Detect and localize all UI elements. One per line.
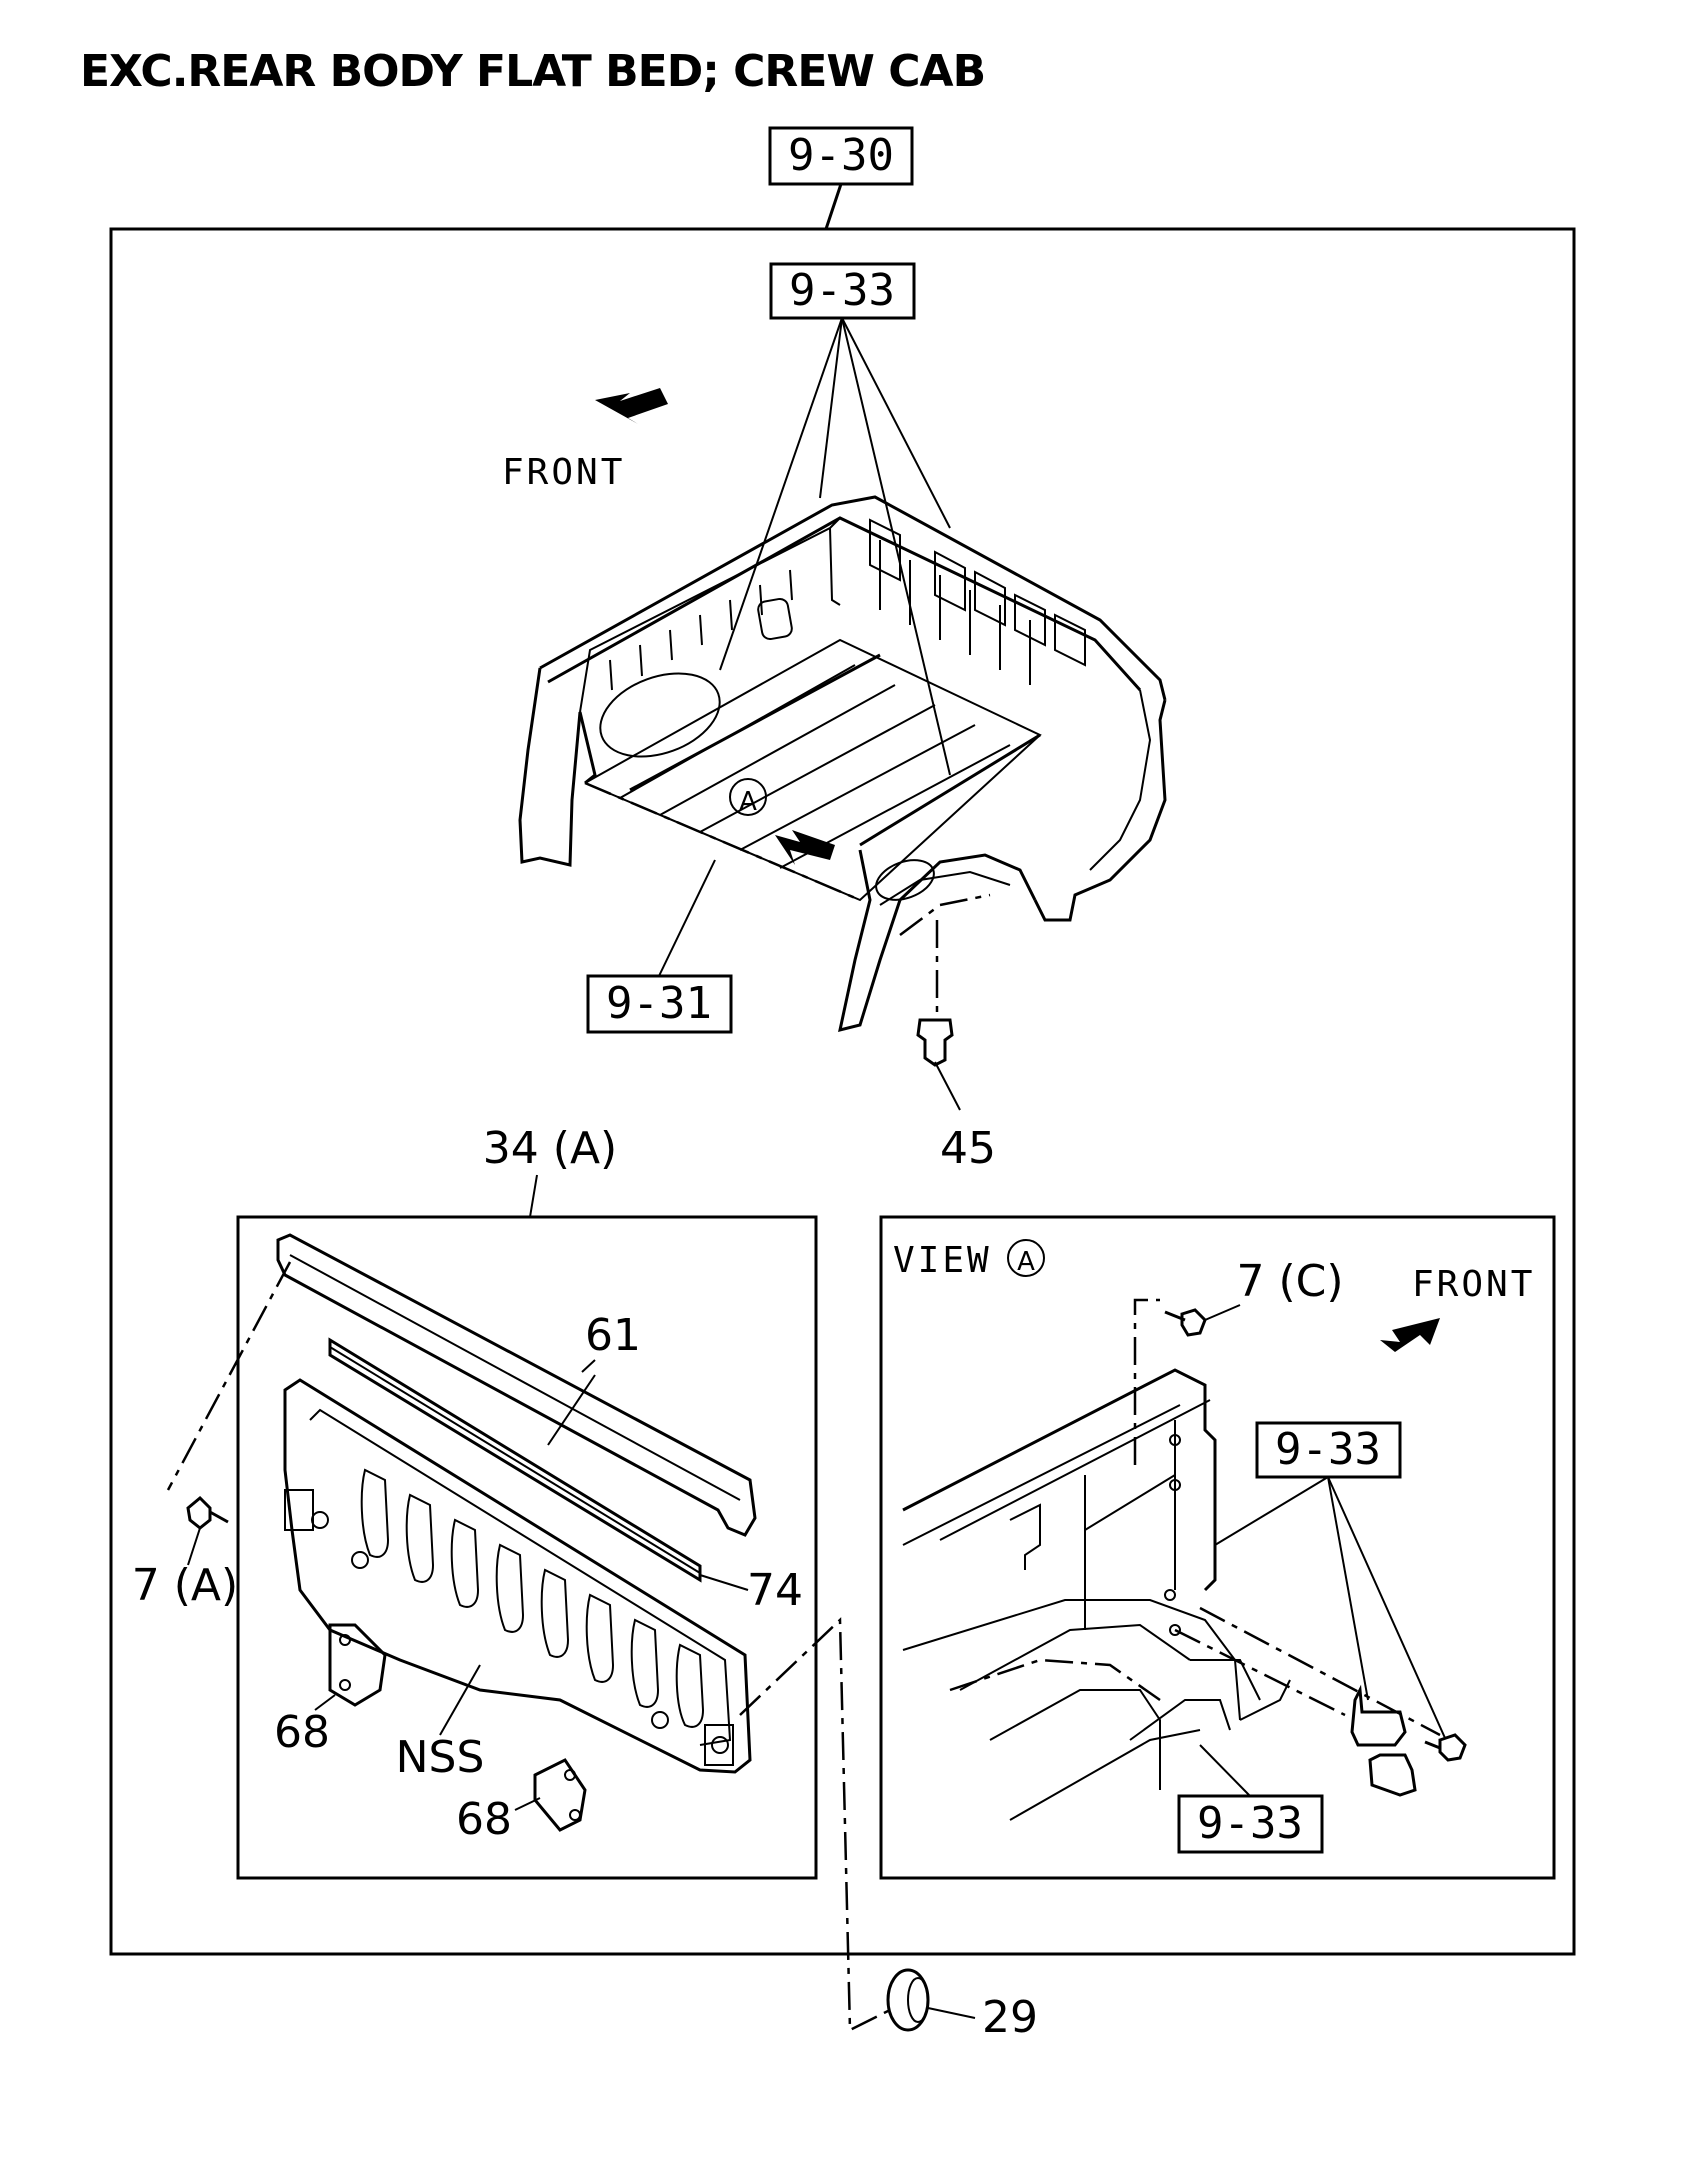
ref-label-9-33-view-upper: 9-33 [1275,1424,1381,1475]
ref-label-9-31: 9-31 [606,978,712,1029]
leader-9-33-upper [719,317,951,776]
part-74-label: 74 [747,1565,803,1616]
page-title: EXC.REAR BODY FLAT BED; CREW CAB [80,46,986,97]
part-45-label: 45 [940,1123,996,1174]
ref-box-9-30[interactable]: 9-30 [768,126,914,186]
bed-marker-label: A [739,787,757,817]
view-a-drawing [902,1368,1467,1821]
view-marker-label: A [1017,1247,1035,1277]
ref-box-9-33-view-upper[interactable]: 9-33 [1255,1421,1402,1479]
ref-box-9-31[interactable]: 9-31 [586,974,733,1034]
ref-box-9-33-upper[interactable]: 9-33 [769,262,916,320]
tailgate-group-label: 34 (A) [483,1123,617,1174]
outer-frame [109,227,1576,1956]
part-7c-label: 7 (C) [1236,1256,1343,1307]
leader-9-33-view-upper [1214,1476,1446,1739]
part-45-clip[interactable]: 45 [916,1018,996,1174]
part-68-right-label: 68 [456,1794,512,1845]
view-label: VIEW [893,1240,992,1281]
part-29-label: 29 [982,1992,1038,2043]
part-68-left-label: 68 [274,1707,330,1758]
ref-label-9-33-upper: 9-33 [789,265,895,316]
front-label-view: FRONT [1412,1264,1535,1305]
part-61-label: 61 [585,1310,641,1361]
part-29-grommet[interactable]: 29 [886,1968,1038,2043]
tailgate-frame [236,1215,818,1880]
front-label-top: FRONT [502,452,625,493]
front-arrow-top-icon [595,388,668,424]
nss-label: NSS [396,1732,485,1783]
ref-label-9-30: 9-30 [788,130,894,181]
ref-box-9-33-view-lower[interactable]: 9-33 [1177,1794,1324,1854]
part-7a-label: 7 (A) [132,1560,238,1611]
front-arrow-view-icon [1380,1318,1440,1352]
tailgate-drawing [186,1233,757,1832]
truck-bed-drawing: A [518,495,1167,1033]
bolt-7c-icon[interactable] [1164,1308,1207,1337]
ref-label-9-33-view-lower: 9-33 [1197,1798,1303,1849]
view-a-frame [879,1215,1556,1880]
